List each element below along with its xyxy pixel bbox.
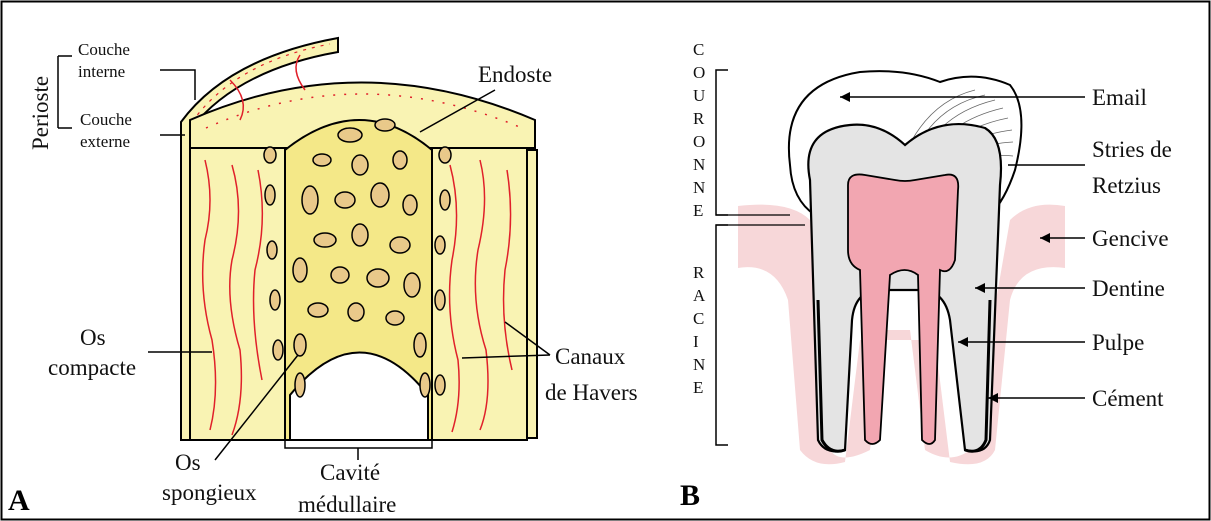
root-letter-2: C <box>693 309 704 328</box>
root-letter-1: A <box>693 286 706 305</box>
cement-label: Cément <box>1092 386 1164 411</box>
dentine-label: Dentine <box>1092 276 1165 301</box>
couche-interne-line1: Couche <box>78 40 130 59</box>
panel-b-letter: B <box>680 479 700 512</box>
stries-line1: Stries de <box>1092 137 1172 162</box>
couche-externe-line2: externe <box>80 132 130 151</box>
canaux-line1: Canaux <box>555 344 626 369</box>
canaux-line2: de Havers <box>545 380 638 405</box>
root-bracket <box>716 225 728 445</box>
crown-letter-6: N <box>693 178 705 197</box>
crown-letter-1: O <box>693 63 705 82</box>
root-letter-4: N <box>693 355 705 374</box>
crown-letter-2: U <box>693 86 705 105</box>
crown-letter-7: E <box>693 201 703 220</box>
crown-bracket <box>716 70 728 215</box>
tooth-diagram <box>716 70 1065 464</box>
os-spongieux-line1: Os <box>175 450 201 475</box>
crown-letter-4: O <box>693 132 705 151</box>
crown-letter-5: N <box>693 155 705 174</box>
crown-word: C O U R O N N E <box>693 40 705 220</box>
stries-line2: Retzius <box>1092 173 1161 198</box>
os-compacte-line1: Os <box>80 325 106 350</box>
os-spongieux-line2: spongieux <box>162 480 257 505</box>
crown-letter-3: R <box>693 109 705 128</box>
panel-a-letter: A <box>8 484 30 517</box>
root-word: R A C I N E <box>693 263 706 397</box>
endoste-label: Endoste <box>478 62 552 87</box>
gencive-label: Gencive <box>1092 226 1169 251</box>
root-letter-0: R <box>693 263 705 282</box>
pulpe-label: Pulpe <box>1092 330 1144 355</box>
couche-externe-line1: Couche <box>80 110 132 129</box>
bone-diagram <box>181 38 537 440</box>
cavite-line1: Cavité <box>320 460 380 485</box>
email-label: Email <box>1092 85 1147 110</box>
crown-letter-0: C <box>693 40 704 59</box>
root-letter-3: I <box>693 332 699 351</box>
couche-interne-line2: interne <box>78 62 125 81</box>
os-compacte-line2: compacte <box>48 355 136 380</box>
cavite-line2: médullaire <box>298 492 396 517</box>
dentin <box>808 124 1001 451</box>
root-letter-5: E <box>693 378 703 397</box>
perioste-label: Perioste <box>28 76 53 150</box>
